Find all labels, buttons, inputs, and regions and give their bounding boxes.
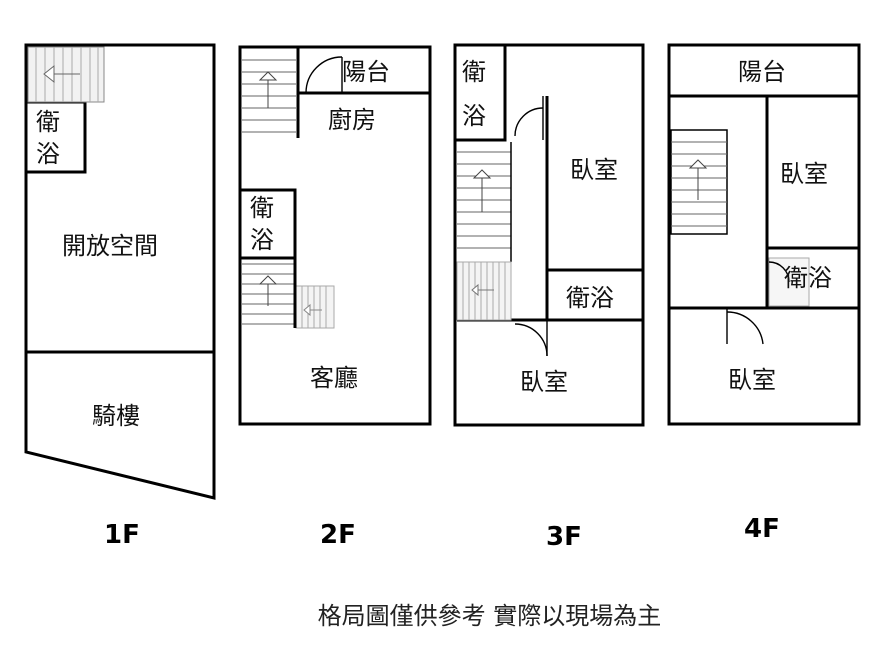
floor-title-3f: 3F [546, 522, 582, 552]
f2-bath-label-bottom: 浴 [250, 226, 274, 254]
floor-title-4f: 4F [744, 514, 780, 544]
f1-bath-label-bottom: 浴 [36, 140, 60, 168]
f2-kitchen-label: 廚房 [328, 106, 376, 134]
floor-4f-plan: 陽台 臥室 衛浴 臥室 [667, 43, 861, 426]
f4-bedroom-b-label: 臥室 [728, 366, 776, 394]
f1-arcade-label: 騎樓 [92, 402, 140, 430]
stair-1f [27, 46, 105, 103]
stair-4f [670, 129, 728, 235]
f4-bedroom-a-label: 臥室 [780, 160, 828, 188]
f3-bath-a-label-bottom: 浴 [462, 102, 486, 130]
stair-3f [456, 142, 512, 321]
f2-living-label: 客廳 [310, 364, 358, 392]
f2-balcony-label: 陽台 [342, 58, 390, 86]
floor-title-2f: 2F [320, 520, 356, 550]
f4-balcony-label: 陽台 [738, 58, 786, 86]
f3-bath-b-label: 衛浴 [566, 284, 614, 312]
f1-bath-label-top: 衛 [36, 108, 60, 136]
stair-2f-upper [242, 59, 296, 133]
floor-3f-plan: 衛 浴 臥室 衛浴 臥室 [453, 43, 645, 427]
floor-2f-plan: 陽台 廚房 衛 浴 客廳 [238, 45, 432, 426]
floor-plan-diagram: 衛 浴 開放空間 騎樓 [24, 43, 861, 552]
f2-bath-label-top: 衛 [250, 194, 274, 222]
floor-title-1f: 1F [104, 520, 140, 550]
f3-bedroom-b-label: 臥室 [520, 368, 568, 396]
stair-2f-lower [242, 263, 335, 329]
f3-bath-a-label-top: 衛 [462, 58, 486, 86]
f4-bath-label: 衛浴 [784, 264, 832, 292]
f3-bedroom-a-label: 臥室 [570, 156, 618, 184]
f1-open-space-label: 開放空間 [62, 232, 158, 260]
disclaimer-caption: 格局圖僅供參考 實際以現場為主 [317, 602, 662, 630]
floor-1f-plan: 衛 浴 開放空間 騎樓 [24, 43, 216, 500]
